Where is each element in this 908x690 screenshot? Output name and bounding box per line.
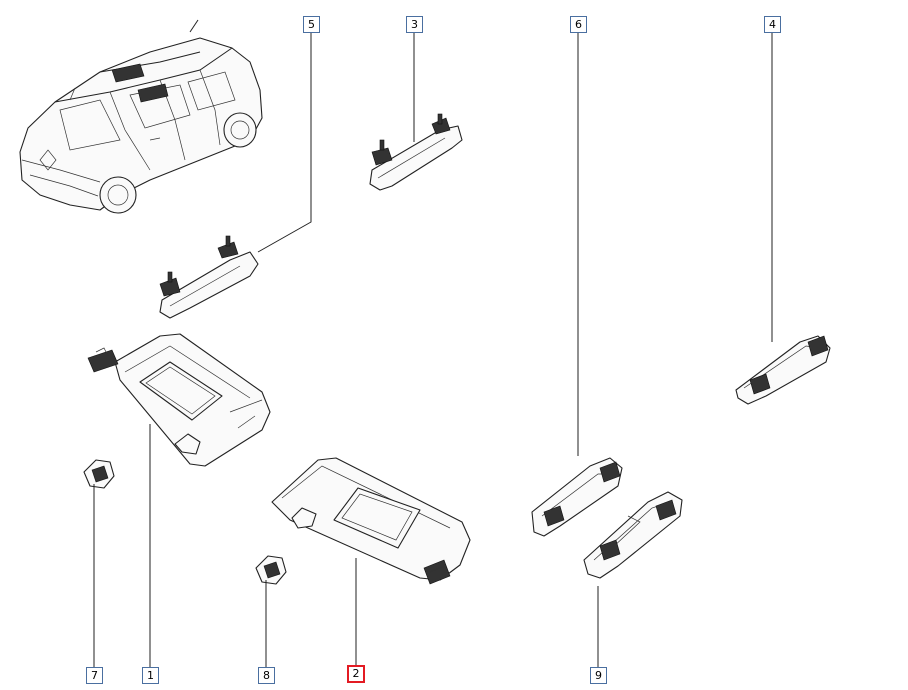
callout-1[interactable]: 1 bbox=[142, 667, 159, 684]
part-4-grab-handle bbox=[735, 335, 831, 405]
part-7-clip bbox=[83, 459, 115, 489]
part-8-clip bbox=[255, 555, 287, 585]
part-3-grab-handle bbox=[369, 113, 463, 191]
callout-3[interactable]: 3 bbox=[406, 16, 423, 33]
part-2-sun-visor bbox=[271, 457, 471, 585]
callout-2-selected[interactable]: 2 bbox=[347, 665, 365, 683]
part-9-grab-handle bbox=[583, 491, 683, 579]
leader-lines bbox=[93, 33, 773, 667]
vehicle-illustration bbox=[19, 19, 263, 214]
callout-7[interactable]: 7 bbox=[86, 667, 103, 684]
part-5-grab-handle bbox=[159, 235, 259, 319]
callout-5[interactable]: 5 bbox=[303, 16, 320, 33]
part-1-sun-visor bbox=[87, 333, 271, 467]
callout-9[interactable]: 9 bbox=[590, 667, 607, 684]
callout-6[interactable]: 6 bbox=[570, 16, 587, 33]
callout-8[interactable]: 8 bbox=[258, 667, 275, 684]
part-6-grab-handle bbox=[531, 457, 623, 537]
callout-4[interactable]: 4 bbox=[764, 16, 781, 33]
